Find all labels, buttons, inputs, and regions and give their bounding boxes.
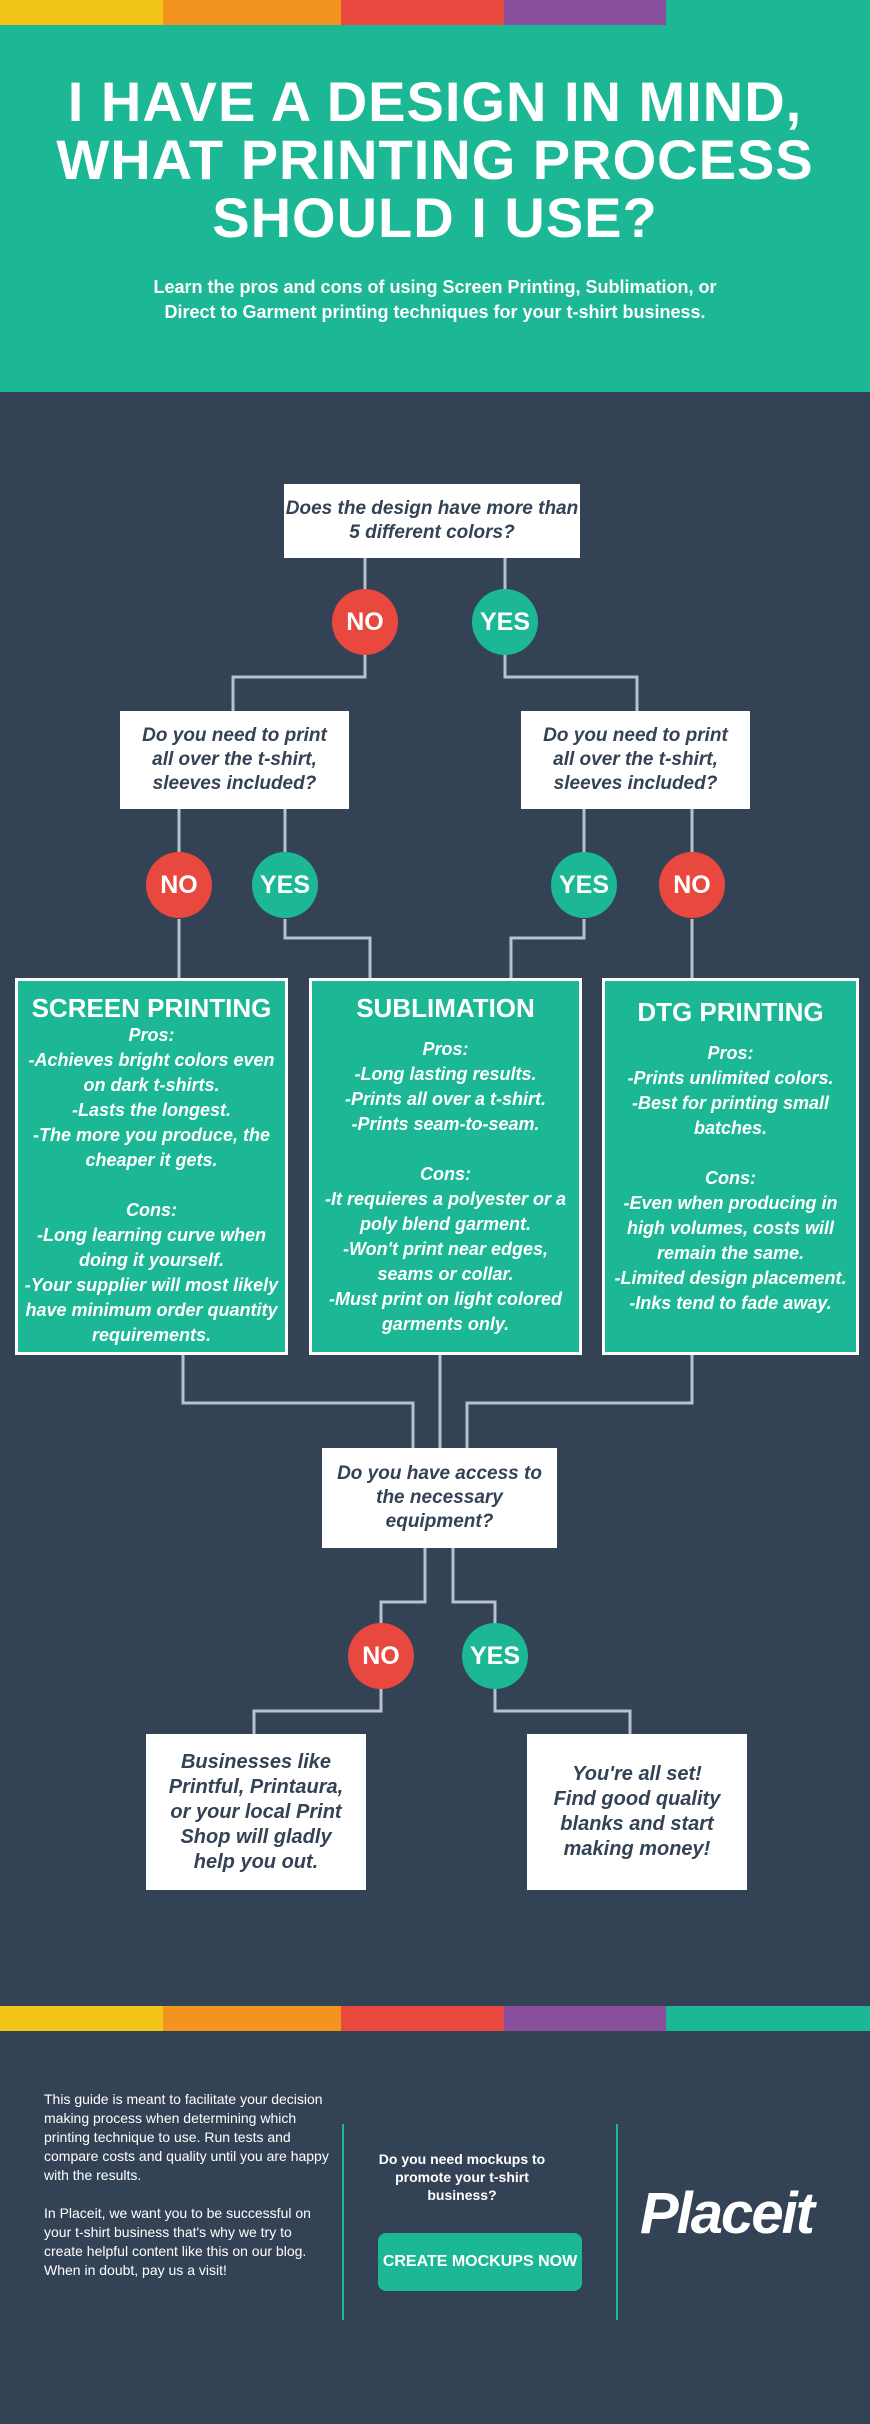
end-all-set-text: You're all set! Find good quality blanks… [553, 1763, 721, 1860]
stripe-purple [504, 0, 666, 25]
stripe-purple [504, 2006, 666, 2031]
bottom-color-stripe [0, 2006, 870, 2031]
no-label: NO [673, 870, 711, 899]
answer-yes-allover-left: YES [252, 852, 318, 918]
stripe-yellow [0, 2006, 163, 2031]
answer-no-allover-right: NO [659, 852, 725, 918]
result-screen-printing: SCREEN PRINTING Pros: -Achieves bright c… [15, 978, 288, 1355]
page-subtitle: Learn the pros and cons of using Screen … [153, 277, 717, 322]
footer-divider-right [616, 2124, 618, 2320]
question-allover-right: Do you need to print all over the t-shir… [521, 711, 750, 809]
placeit-logo[interactable]: Placeit [640, 2181, 815, 2246]
result-screen-title: SCREEN PRINTING [31, 993, 272, 1023]
result-screen-body: Pros: -Achieves bright colors even on da… [24, 1025, 279, 1345]
page-title: I HAVE A DESIGN IN MIND, WHAT PRINTING P… [56, 70, 814, 249]
top-color-stripe [0, 0, 870, 25]
yes-label: YES [558, 870, 610, 899]
no-label: NO [362, 1641, 400, 1670]
end-get-help-text: Businesses like Printful, Printaura, or … [168, 1750, 344, 1873]
footer-divider-left [342, 2124, 344, 2320]
end-all-set: You're all set! Find good quality blanks… [527, 1734, 747, 1890]
answer-yes-colors: YES [472, 589, 538, 655]
answer-yes-equipment: YES [462, 1623, 528, 1689]
question-equipment: Do you have access to the necessary equi… [322, 1448, 557, 1548]
result-dtg-title: DTG PRINTING [637, 997, 824, 1027]
answer-no-allover-left: NO [146, 852, 212, 918]
result-dtg-body: Pros: -Prints unlimited colors. -Best fo… [614, 1043, 847, 1313]
answer-no-colors: NO [332, 589, 398, 655]
yes-label: YES [259, 870, 311, 899]
stripe-yellow [0, 0, 163, 25]
question-allover-right-text: Do you need to print all over the t-shir… [543, 725, 728, 794]
stripe-orange [163, 0, 341, 25]
result-sublimation-title: SUBLIMATION [356, 993, 535, 1023]
question-colors-text: Does the design have more than 5 differe… [285, 498, 579, 543]
no-label: NO [160, 870, 198, 899]
stripe-red [341, 0, 504, 25]
yes-label: YES [469, 1641, 521, 1670]
stripe-teal [666, 2006, 870, 2031]
stripe-red [341, 2006, 504, 2031]
question-colors: Does the design have more than 5 differe… [284, 484, 580, 558]
stripe-teal [666, 0, 870, 25]
result-dtg-printing: DTG PRINTING Pros: -Prints unlimited col… [602, 978, 859, 1355]
header-banner: I HAVE A DESIGN IN MIND, WHAT PRINTING P… [0, 25, 870, 392]
end-get-help: Businesses like Printful, Printaura, or … [146, 1734, 366, 1890]
mockup-question: Do you need mockups to promote your t-sh… [378, 2151, 546, 2203]
no-label: NO [346, 607, 384, 636]
create-mockups-button[interactable]: CREATE MOCKUPS NOW [378, 2233, 582, 2291]
question-equipment-text: Do you have access to the necessary equi… [337, 1463, 542, 1532]
stripe-orange [163, 2006, 341, 2031]
flow-connectors [177, 558, 694, 1734]
result-sublimation: SUBLIMATION Pros: -Long lasting results.… [309, 978, 582, 1355]
yes-label: YES [479, 607, 531, 636]
result-sublimation-body: Pros: -Long lasting results. -Prints all… [324, 1039, 567, 1334]
question-allover-left: Do you need to print all over the t-shir… [120, 711, 349, 809]
footer [0, 2032, 870, 2424]
footer-description: This guide is meant to facilitate your d… [44, 2091, 329, 2278]
answer-yes-allover-right: YES [551, 852, 617, 918]
answer-no-equipment: NO [348, 1623, 414, 1689]
question-allover-left-text: Do you need to print all over the t-shir… [142, 725, 327, 794]
